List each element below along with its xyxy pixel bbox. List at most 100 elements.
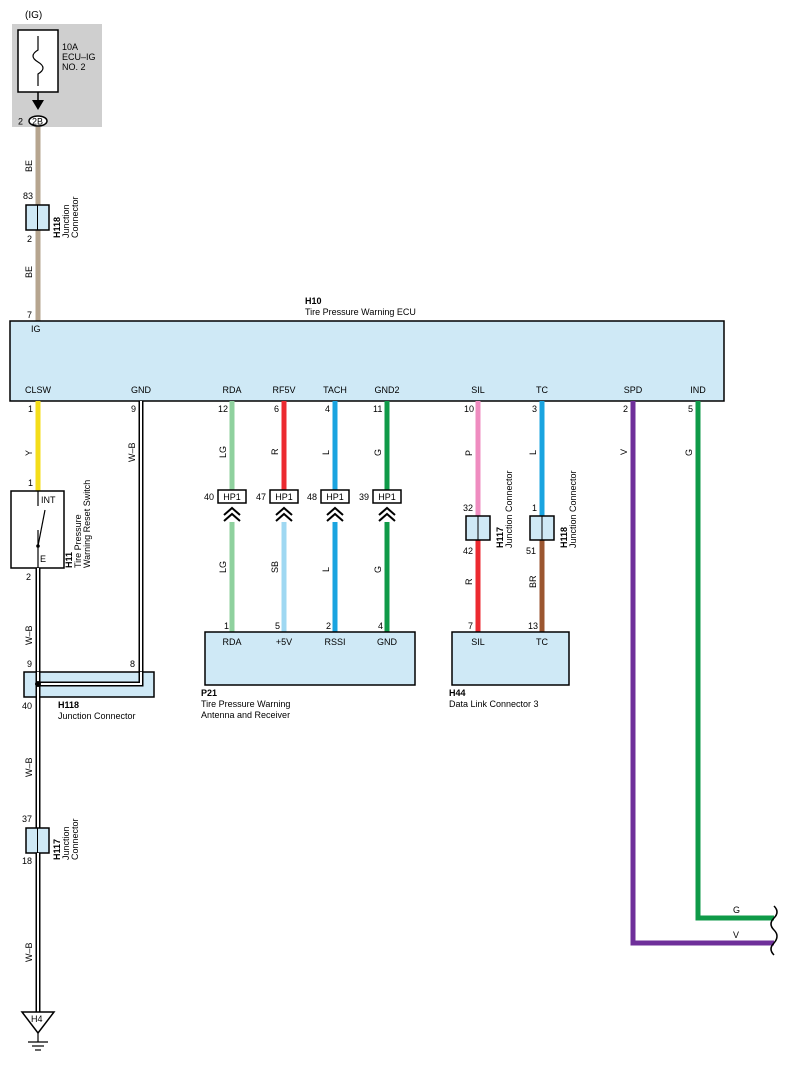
receiver-terminal-rssi: RSSI	[324, 637, 345, 647]
receiver-pin-rssi: 2	[326, 621, 331, 631]
ecu-terminal-gnd2: GND2	[374, 385, 399, 395]
dlc3-pin-sil: 7	[468, 621, 473, 631]
ecu-box	[9, 320, 725, 402]
wire-code-l-1: L	[321, 450, 331, 455]
h117-sil-pin-out: 42	[463, 546, 473, 556]
ecu-terminal-gnd: GND	[131, 385, 152, 395]
ecu-pin-gnd: 9	[131, 404, 136, 414]
h118-mid-code: H118	[58, 700, 79, 710]
h118-top-code: H118	[52, 217, 62, 238]
h117-low-code: H117	[52, 839, 62, 860]
wire-code-wb-gnd: W–B	[127, 442, 137, 462]
wire-code-wb-3: W–B	[24, 942, 34, 962]
fuse-connector-label: 2B	[32, 117, 43, 127]
ground-label: H4	[31, 1014, 43, 1024]
ecu-terminal-tc: TC	[536, 385, 548, 395]
ecu-pin-tc: 3	[532, 404, 537, 414]
h118-tc-name: Junction Connector	[568, 470, 578, 548]
double-chevron-icon	[378, 506, 396, 522]
ecu-pin-rda: 12	[218, 404, 228, 414]
receiver-terminal-rda: RDA	[222, 637, 241, 647]
h117-low-pin-in: 37	[22, 814, 32, 824]
receiver-name-1: Tire Pressure Warning	[201, 699, 290, 709]
double-chevron-icon	[223, 506, 241, 522]
wire-code-g-4: G	[733, 905, 740, 915]
wire-code-r-1: R	[270, 448, 280, 455]
fuse-connector	[28, 115, 48, 127]
h117-sil-pin-in: 32	[463, 503, 473, 513]
ecu-pin-rf5v: 6	[274, 404, 279, 414]
wire-code-r-2: R	[464, 578, 474, 585]
receiver-code: P21	[201, 688, 217, 698]
wire-code-wb-2: W–B	[24, 757, 34, 777]
switch-label-e: E	[40, 554, 46, 564]
double-chevron-icon	[326, 506, 344, 522]
ecu-terminal-sil: SIL	[471, 385, 485, 395]
ecu-pin-sil: 10	[464, 404, 474, 414]
wire-code-lg-1: LG	[218, 446, 228, 458]
wire-code-g-3: G	[684, 449, 694, 456]
ecu-terminal-rda: RDA	[222, 385, 241, 395]
ecu-pin-ind: 5	[688, 404, 693, 414]
dlc3-code: H44	[449, 688, 466, 698]
h117-sil-code: H117	[495, 527, 505, 548]
h117-low-label-1: Junction	[61, 826, 71, 860]
ecu-terminal-spd: SPD	[624, 385, 643, 395]
h118-tc-pin-in: 1	[532, 503, 537, 513]
h118-top-label-2: Connector	[70, 196, 80, 238]
receiver-pin-5v: 5	[275, 621, 280, 631]
wire-code-p: P	[464, 450, 474, 456]
hp1-label: HP1	[326, 492, 344, 502]
h118-mid-pin-bottom: 40	[22, 701, 32, 711]
dlc3-terminal-sil: SIL	[471, 637, 485, 647]
hp1-pin-tach: 48	[307, 492, 317, 502]
fuse-pin: 2	[18, 117, 23, 127]
switch-pin-bottom: 2	[26, 572, 31, 582]
wire-code-be-2: BE	[24, 266, 34, 278]
receiver-terminal-gnd: GND	[377, 637, 398, 647]
dlc3-terminal-tc: TC	[536, 637, 548, 647]
double-chevron-icon	[275, 506, 293, 522]
hp1-connector-gnd2: HP1	[372, 489, 402, 522]
wire-code-sb: SB	[270, 561, 280, 573]
ecu-terminal-tach: TACH	[323, 385, 347, 395]
hp1-label: HP1	[378, 492, 396, 502]
wire-v	[630, 401, 774, 946]
ecu-pin-tach: 4	[325, 404, 330, 414]
hp1-label: HP1	[223, 492, 241, 502]
wire-code-lg-2: LG	[218, 561, 228, 573]
wire-code-wb-1: W–B	[24, 625, 34, 645]
switch-label-int: INT	[41, 495, 56, 505]
h117-low-label-2: Connector	[70, 818, 80, 860]
hp1-pin-gnd2: 39	[359, 492, 369, 502]
ecu-ig-pin: 7	[27, 310, 32, 320]
fuse-rating: 10A	[62, 42, 78, 52]
receiver-name-2: Antenna and Receiver	[201, 710, 290, 720]
wire-code-l-3: L	[528, 450, 538, 455]
dlc3-name: Data Link Connector 3	[449, 699, 539, 709]
switch-name-1: Tire Pressure	[73, 514, 83, 568]
ground-symbol-icon	[28, 1033, 48, 1051]
fuse-icon	[32, 36, 44, 86]
h117-low-pin-out: 18	[22, 856, 32, 866]
dlc3-box	[451, 631, 570, 686]
receiver-terminal-5v: +5V	[276, 637, 292, 647]
h118-mid-pin-right: 8	[130, 659, 135, 669]
dlc3-pin-tc: 13	[528, 621, 538, 631]
ecu-ig-label: IG	[31, 324, 41, 334]
receiver-box	[204, 631, 416, 686]
h118-mid-name: Junction Connector	[58, 711, 136, 721]
ecu-terminal-ind: IND	[690, 385, 706, 395]
h118-top-pin-in: 83	[23, 191, 33, 201]
wire-code-br: BR	[528, 575, 538, 588]
ecu-code: H10	[305, 296, 322, 306]
h118-mid-pin-left: 9	[27, 659, 32, 669]
wire-code-g-1: G	[373, 449, 383, 456]
wire-code-be-1: BE	[24, 160, 34, 172]
hp1-pin-rf5v: 47	[256, 492, 266, 502]
receiver-pin-rda: 1	[224, 621, 229, 631]
ground-point-icon	[20, 1011, 56, 1035]
h118-top-label-1: Junction	[61, 204, 71, 238]
h118-top-pin-out: 2	[27, 234, 32, 244]
wire-code-y: Y	[24, 450, 34, 456]
